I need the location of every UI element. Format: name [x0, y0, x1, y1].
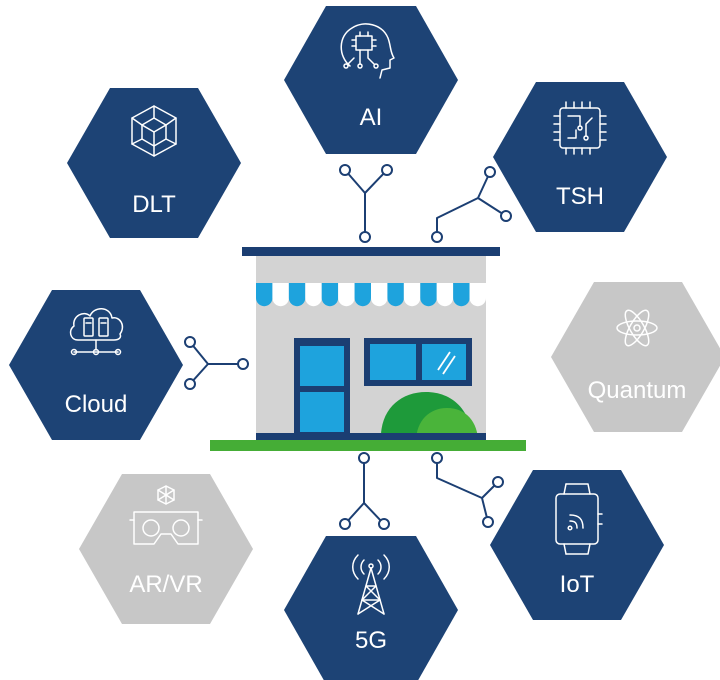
smartwatch-icon	[555, 483, 603, 555]
awning-stripe	[420, 282, 437, 307]
building-roof	[242, 247, 500, 256]
awning-stripe	[436, 282, 454, 307]
hex-ai-shape	[284, 6, 458, 154]
awning-band	[256, 273, 486, 283]
awning-stripe	[288, 282, 306, 307]
door-pane-top	[300, 346, 344, 386]
hex-arvr-shape	[79, 474, 253, 624]
vr-headset-icon	[129, 485, 203, 545]
hex-arvr: AR/VR	[79, 474, 253, 624]
hex-quantum: Quantum	[551, 282, 720, 432]
antenna-tower-icon	[352, 554, 390, 615]
hex-5g-label: 5G	[355, 627, 387, 654]
awning-stripe	[338, 282, 355, 307]
awning-stripe	[256, 282, 273, 307]
hex-quantum-label: Quantum	[588, 377, 687, 404]
awning-stripe	[354, 282, 371, 307]
hex-iot-label: IoT	[560, 571, 595, 598]
hex-iot-shape	[490, 470, 664, 620]
awning-stripe	[321, 282, 339, 307]
hex-dlt: DLT	[67, 88, 241, 238]
connector-5g	[339, 452, 390, 530]
hex-ai: AI	[284, 6, 458, 154]
shop-window-left	[370, 344, 416, 380]
hex-ai-label: AI	[360, 104, 383, 131]
door-pane-bottom	[300, 392, 344, 432]
chip-icon	[553, 101, 607, 155]
awning	[256, 282, 486, 307]
hex-5g-shape	[284, 536, 458, 680]
ai-head-icon	[340, 23, 395, 79]
atom-icon	[616, 309, 658, 347]
connector-iot	[431, 452, 504, 528]
hex-cloud-label: Cloud	[65, 391, 128, 418]
cloud-server-icon	[69, 308, 124, 356]
ground-line	[210, 440, 526, 451]
hex-quantum-shape	[551, 282, 720, 432]
awning-stripe	[469, 282, 486, 307]
hex-arvr-label: AR/VR	[129, 571, 202, 598]
awning-stripe	[272, 282, 289, 307]
hex-dlt-shape	[67, 88, 241, 238]
hex-tsh-label: TSH	[556, 183, 604, 210]
awning-stripe	[387, 282, 404, 307]
connector-ai	[339, 164, 393, 243]
awning-stripe	[403, 282, 421, 307]
hex-tsh: TSH	[493, 82, 667, 232]
building-base	[256, 433, 486, 441]
connector-tsh	[431, 166, 512, 243]
hex-iot: IoT	[490, 470, 664, 620]
awning-stripe	[453, 282, 470, 307]
hex-cloud: Cloud	[9, 290, 183, 440]
storefront-building	[210, 247, 526, 451]
awning-stripe	[305, 282, 322, 307]
hex-cloud-shape	[9, 290, 183, 440]
hex-tsh-shape	[493, 82, 667, 232]
connector-cloud	[184, 336, 249, 390]
blockchain-cube-icon	[131, 105, 177, 157]
hex-dlt-label: DLT	[132, 191, 176, 218]
hex-5g: 5G	[284, 536, 458, 680]
awning-stripe	[371, 282, 388, 307]
